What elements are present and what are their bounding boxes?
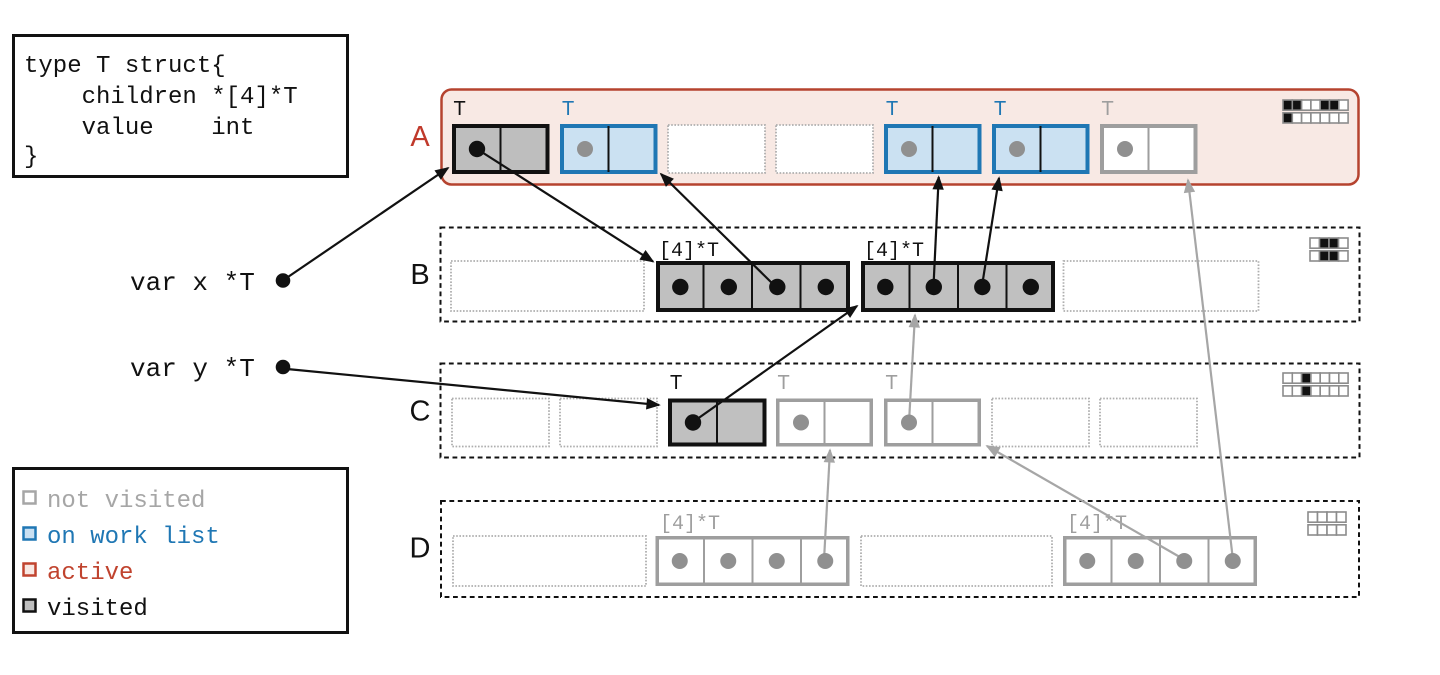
svg-text:[4]*T: [4]*T <box>864 240 924 263</box>
svg-text:B: B <box>410 259 429 291</box>
svg-text:T: T <box>886 98 898 120</box>
svg-text:var x *T: var x *T <box>130 268 255 298</box>
svg-text:T: T <box>994 98 1006 120</box>
svg-text:T: T <box>670 372 682 394</box>
svg-text:}: } <box>24 144 38 171</box>
svg-text:children *[4]*T: children *[4]*T <box>24 84 298 111</box>
svg-text:T: T <box>562 98 574 120</box>
svg-text:D: D <box>410 533 431 565</box>
svg-text:on work list: on work list <box>47 524 220 551</box>
svg-text:T: T <box>886 372 898 394</box>
svg-text:not visited: not visited <box>47 488 205 515</box>
svg-text:type T struct{: type T struct{ <box>24 53 226 80</box>
svg-text:active: active <box>47 560 133 587</box>
svg-text:[4]*T: [4]*T <box>659 240 719 263</box>
svg-text:[4]*T: [4]*T <box>660 513 720 536</box>
svg-text:C: C <box>410 396 431 428</box>
svg-text:A: A <box>410 121 430 153</box>
svg-text:T: T <box>778 372 790 394</box>
svg-text:[4]*T: [4]*T <box>1067 513 1127 536</box>
svg-text:T: T <box>1102 98 1114 120</box>
svg-text:T: T <box>454 98 466 120</box>
svg-text:var y *T: var y *T <box>130 354 255 384</box>
svg-text:visited: visited <box>47 596 148 623</box>
svg-text:value int: value int <box>24 115 254 142</box>
